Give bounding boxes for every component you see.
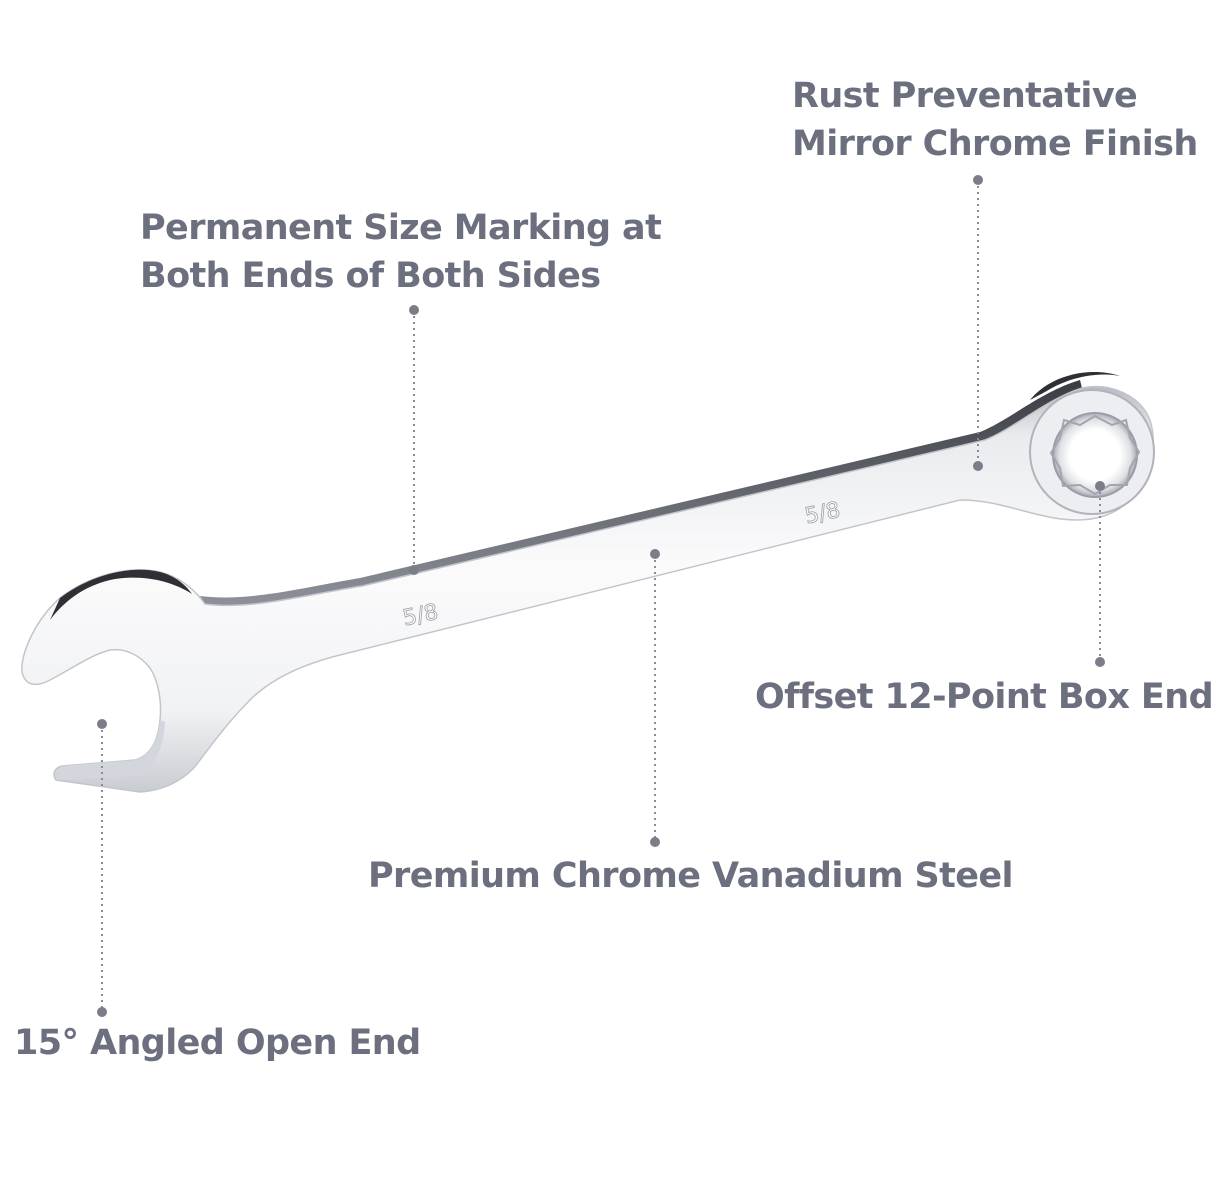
dot-marking-top bbox=[409, 305, 419, 315]
box-end-12-point-socket bbox=[1049, 414, 1141, 496]
open-end-jaw-face bbox=[56, 720, 165, 780]
dot-finish-bottom bbox=[973, 461, 983, 471]
dot-box-end-top bbox=[1095, 481, 1105, 491]
dot-steel-bottom bbox=[650, 837, 660, 847]
callout-steel-text: Premium Chrome Vanadium Steel bbox=[368, 856, 1014, 896]
callout-steel: Premium Chrome Vanadium Steel bbox=[368, 852, 1014, 900]
leader-lines bbox=[101, 180, 1101, 1012]
leader-dots bbox=[97, 175, 1105, 1017]
dot-steel-top bbox=[650, 549, 660, 559]
callout-marking-line2: Both Ends of Both Sides bbox=[140, 256, 601, 296]
callout-open-end: 15° Angled Open End bbox=[14, 1019, 421, 1067]
callout-marking-line1: Permanent Size Marking at bbox=[140, 208, 662, 248]
wrench-body bbox=[21, 371, 1155, 793]
dot-open-end-bottom bbox=[97, 1007, 107, 1017]
dot-open-end-top bbox=[97, 719, 107, 729]
callout-open-end-text: 15° Angled Open End bbox=[14, 1023, 421, 1063]
callout-marking: Permanent Size Marking at Both Ends of B… bbox=[140, 204, 662, 300]
dot-finish-top bbox=[973, 175, 983, 185]
box-end-top-shadow bbox=[1030, 371, 1120, 400]
callout-box-end: Offset 12-Point Box End bbox=[755, 673, 1213, 721]
wrench-shaft bbox=[21, 385, 1154, 793]
dot-box-end-bottom bbox=[1095, 657, 1105, 667]
size-marking-right: 5/8 bbox=[803, 498, 843, 530]
callout-box-end-text: Offset 12-Point Box End bbox=[755, 677, 1213, 717]
dot-marking-bottom bbox=[409, 565, 419, 575]
callout-finish-line2: Mirror Chrome Finish bbox=[792, 124, 1198, 164]
callout-finish-line1: Rust Preventative bbox=[792, 76, 1138, 116]
callout-finish: Rust Preventative Mirror Chrome Finish bbox=[792, 72, 1198, 168]
